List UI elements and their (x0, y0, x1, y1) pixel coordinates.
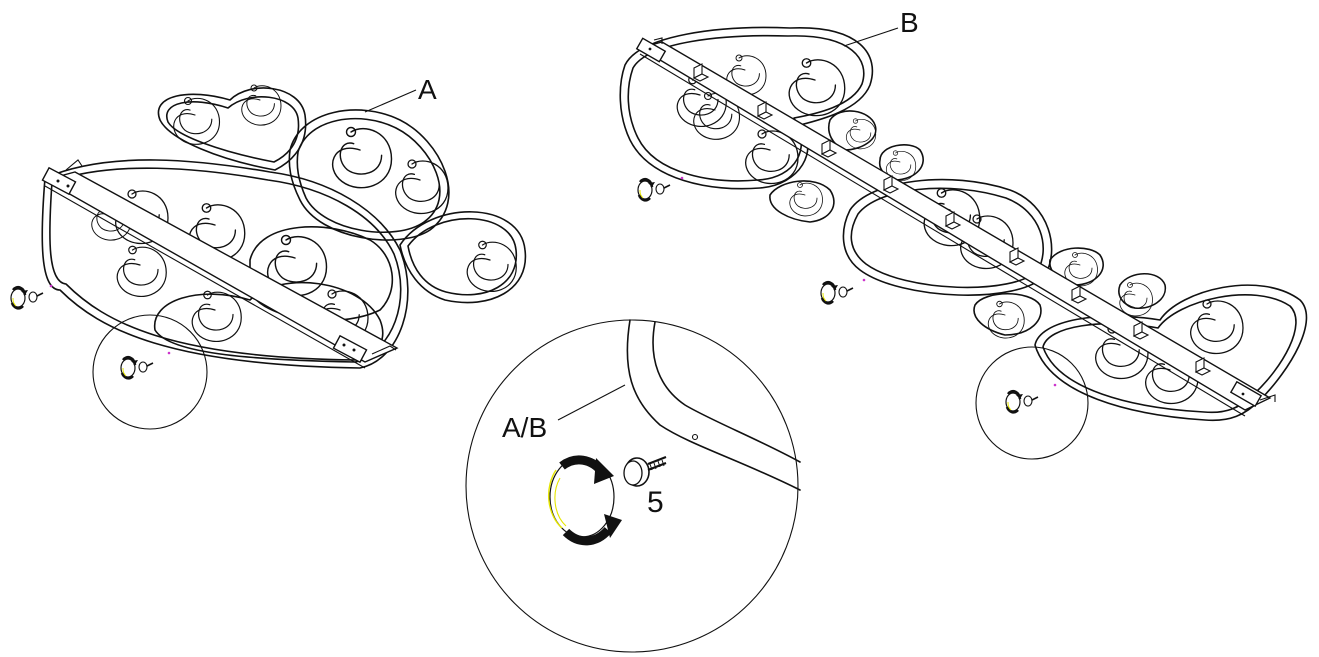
part-label-b: B (900, 7, 919, 38)
enlarged-detail: A/B 5 (465, 319, 801, 653)
leader-line-b (843, 27, 899, 47)
detail-callout-circle (975, 346, 1089, 460)
part-label-a: A (418, 74, 437, 105)
leader-line-a (364, 89, 417, 113)
mount-hole-marker (167, 351, 171, 355)
detail-callout-circle (92, 314, 208, 430)
detail-part-label: A/B (502, 412, 547, 443)
mount-hole-marker (680, 176, 684, 180)
rotate-arrow-icon (636, 177, 672, 202)
rotate-arrow-icon (819, 280, 855, 305)
part-a-frame (41, 84, 527, 369)
rotate-arrow-icon (548, 455, 622, 546)
rotate-arrow-icon (1004, 389, 1040, 414)
rotate-arrow-icon (119, 355, 155, 380)
rotate-arrow-icon (9, 285, 45, 310)
part-b-frame (619, 26, 1308, 422)
foot-cap-icon (623, 455, 667, 487)
part-number-label: 5 (647, 486, 664, 519)
mount-hole-marker (1053, 383, 1057, 387)
mount-hole-marker (49, 284, 53, 288)
mount-hole-marker (862, 278, 866, 282)
